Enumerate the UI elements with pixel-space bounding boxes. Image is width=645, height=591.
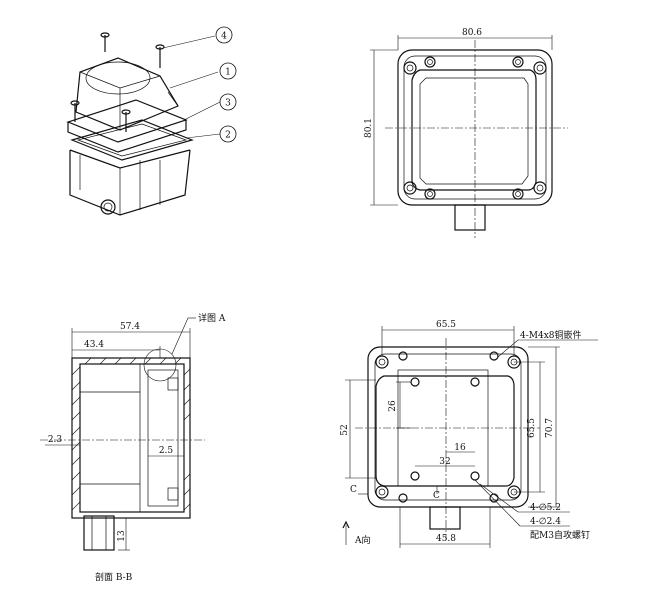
dim-overall: 57.4 bbox=[120, 322, 140, 332]
callout-1: 1 bbox=[225, 68, 231, 78]
dim-bottom: 13 bbox=[117, 530, 127, 542]
dim-wall: 2.5 bbox=[159, 446, 174, 456]
dim-26: 26 bbox=[388, 400, 398, 412]
screw-note: 配M3自攻螺钉 bbox=[530, 529, 590, 541]
mounting-hole-icon bbox=[403, 56, 547, 200]
callout-4: 4 bbox=[221, 32, 227, 42]
dim-height: 80.1 bbox=[364, 118, 374, 138]
callout-3: 3 bbox=[225, 99, 231, 109]
dim-70-7: 70.7 bbox=[545, 418, 555, 438]
dim-width: 80.6 bbox=[462, 28, 482, 38]
dim-65-5-vert: 65.5 bbox=[527, 418, 537, 438]
insert-note: 4-M4x8铜嵌件 bbox=[520, 329, 582, 341]
section-view: 详图 A 57.4 43.4 2.3 2.5 13 剖面 B-B bbox=[40, 312, 226, 583]
dim-52: 52 bbox=[340, 424, 350, 435]
dim-45-8: 45.8 bbox=[436, 534, 456, 544]
hole-dia-1: 4-∅5.2 bbox=[530, 503, 561, 513]
section-c-left: C bbox=[350, 485, 357, 495]
dim-left: 2.3 bbox=[48, 435, 63, 445]
dim-32: 32 bbox=[439, 457, 450, 467]
section-c-mid: C bbox=[433, 491, 440, 501]
section-caption: 剖面 B-B bbox=[95, 571, 133, 583]
screw-icon bbox=[70, 32, 165, 132]
hole-dia-2: 4-∅2.4 bbox=[530, 517, 561, 527]
top-view: 80.6 80.1 bbox=[364, 28, 568, 238]
view-direction-label: A向 bbox=[354, 534, 371, 546]
bottom-view: 65.5 26 52 65.5 70.7 16 32 45.8 C C 4-M4… bbox=[340, 320, 598, 548]
dim-inner: 43.4 bbox=[84, 340, 104, 350]
isometric-exploded-view: 4 1 3 2 bbox=[66, 26, 237, 216]
dim-16: 16 bbox=[454, 443, 466, 453]
callout-2: 2 bbox=[225, 131, 231, 141]
mounting-hole-icon bbox=[375, 351, 521, 503]
dim-top: 65.5 bbox=[436, 320, 456, 330]
detail-a-label: 详图 A bbox=[198, 312, 226, 324]
